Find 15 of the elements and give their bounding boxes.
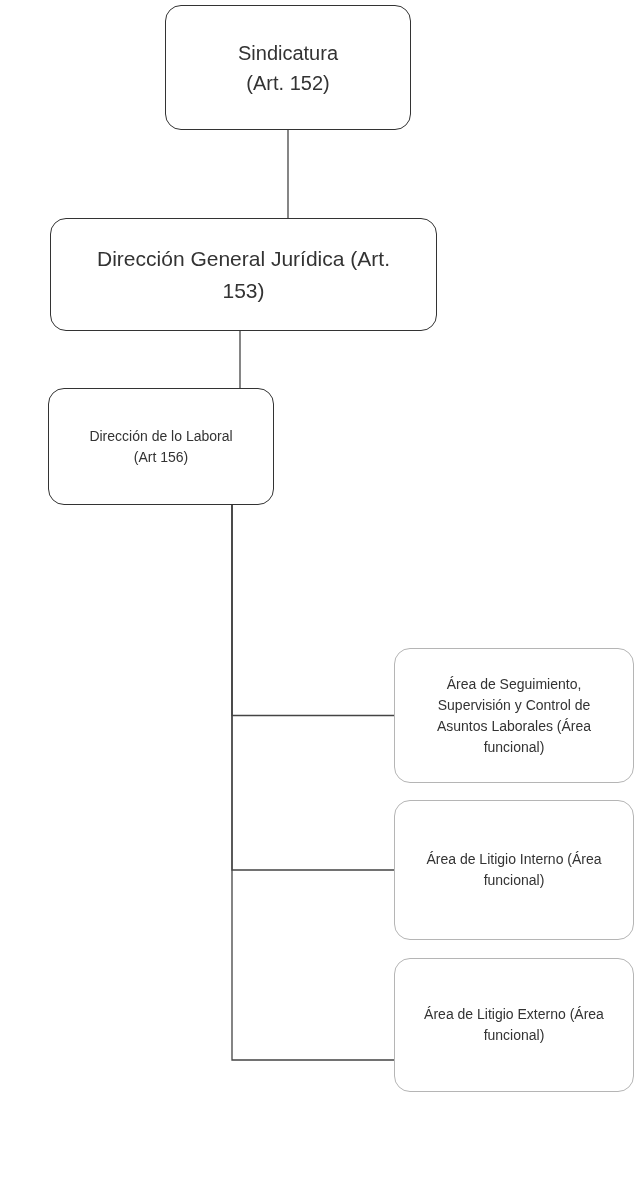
org-box bbox=[394, 800, 634, 940]
org-box bbox=[50, 218, 437, 331]
box-label: Área de Litigio Externo (Área funcional) bbox=[423, 1005, 605, 1045]
org-box bbox=[165, 5, 411, 130]
box-label: Sindicatura (Art. 152) bbox=[236, 40, 340, 96]
org-box bbox=[48, 388, 274, 505]
connector-line bbox=[231, 504, 395, 1061]
box-label: Área de Seguimiento, Supervisión y Control de Asuntos Laborales (Área funcional) bbox=[435, 674, 593, 757]
connector-line bbox=[239, 330, 241, 389]
box-label: Área de Litigio Interno (Área funcional) bbox=[425, 850, 603, 890]
box-label: Dirección General Jurídica (Art. 153) bbox=[96, 246, 391, 304]
org-box bbox=[394, 958, 634, 1092]
connector-line bbox=[287, 129, 289, 219]
box-label: Dirección de lo Laboral (Art 156) bbox=[88, 426, 234, 467]
org-box bbox=[394, 648, 634, 783]
